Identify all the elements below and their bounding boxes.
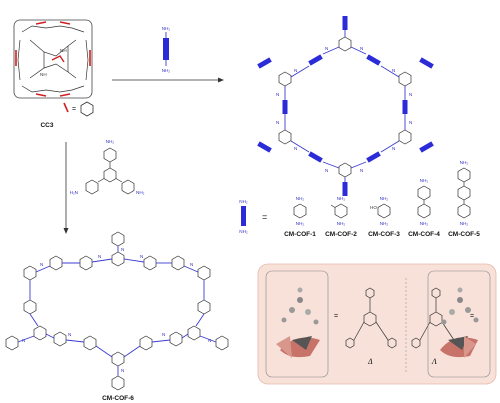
linker3-label: CM-COF-3 bbox=[368, 231, 400, 238]
legend-nh2-top: NH₂ bbox=[239, 199, 248, 204]
linker3-nh2-top: NH₂ bbox=[380, 196, 389, 201]
svg-text:N: N bbox=[276, 120, 279, 125]
left-monomer-nh2-right: NH₂ bbox=[136, 190, 145, 195]
svg-text:N: N bbox=[392, 68, 395, 73]
arrow-down bbox=[63, 142, 69, 234]
svg-text:N: N bbox=[208, 338, 211, 343]
model-box-left bbox=[265, 270, 329, 378]
tritopic-amine-monomer: NH₂ H₂N NH₂ bbox=[70, 139, 145, 195]
enantiomer-delta-structure bbox=[345, 287, 397, 349]
svg-text:N: N bbox=[68, 332, 71, 337]
svg-text:N: N bbox=[360, 168, 363, 173]
cm-cof-6-network: N N N N N N N N N N bbox=[5, 231, 229, 391]
svg-text:N: N bbox=[294, 146, 297, 151]
crystal-model-right bbox=[440, 287, 479, 358]
linker-cm-cof-3: NH₂ HO NH₂ CM-COF-3 bbox=[368, 196, 400, 238]
cyclohexane-icon bbox=[80, 101, 94, 117]
linker2-nh2-bottom: NH₂ bbox=[337, 221, 346, 226]
svg-text:N: N bbox=[325, 46, 328, 51]
linker-cm-cof-1: NH₂ NH₂ CM-COF-1 bbox=[284, 196, 316, 238]
linker-cm-cof-4: NH₂ NH₂ CM-COF-4 bbox=[408, 178, 440, 238]
cage-legend: = bbox=[63, 101, 94, 117]
cof-hexagon-network: N N N N N N N N N N N N bbox=[257, 16, 434, 196]
eq-right: = bbox=[470, 313, 474, 320]
svg-text:N: N bbox=[294, 68, 297, 73]
arrow-right bbox=[112, 77, 224, 83]
linker5-nh2-bottom: NH₂ bbox=[460, 221, 469, 226]
chirality-panel: = Δ Λ = bbox=[257, 263, 497, 385]
linker2-nh2-top: NH₂ bbox=[337, 196, 346, 201]
svg-text:N: N bbox=[409, 92, 412, 97]
linker1-label: CM-COF-1 bbox=[284, 231, 316, 238]
svg-text:N: N bbox=[276, 92, 279, 97]
linker4-nh2-bottom: NH₂ bbox=[420, 221, 429, 226]
linker1-nh2-top: NH₂ bbox=[296, 196, 305, 201]
linker-cm-cof-5: NH₂ NH₂ CM-COF-5 bbox=[448, 160, 480, 238]
svg-text:N: N bbox=[140, 254, 143, 259]
svg-text:N: N bbox=[325, 168, 328, 173]
cm-cof-6-label: CM-COF-6 bbox=[102, 395, 134, 402]
svg-text:N: N bbox=[121, 247, 124, 252]
linker2-label: CM-COF-2 bbox=[325, 231, 357, 238]
cage-nh-left: NH bbox=[40, 72, 47, 77]
top-monomer-nh2-top: NH₂ bbox=[162, 26, 171, 31]
crystal-model-left bbox=[276, 287, 320, 358]
svg-text:N: N bbox=[40, 262, 43, 267]
cage-nh-right: NH bbox=[60, 48, 67, 53]
top-linker-monomer: NH₂ NH₂ bbox=[162, 26, 171, 73]
linker3-ho: HO bbox=[370, 205, 377, 210]
delta-symbol: Δ bbox=[367, 358, 373, 366]
eq-left: = bbox=[334, 313, 338, 320]
left-monomer-h2n: H₂N bbox=[70, 190, 78, 195]
cc3-cage: NH NH bbox=[13, 19, 93, 99]
linker-cm-cof-2: NH₂ NH₂ CM-COF-2 bbox=[325, 196, 357, 238]
linker-equals: = bbox=[262, 212, 267, 222]
svg-text:N: N bbox=[409, 120, 412, 125]
top-monomer-nh2-bottom: NH₂ bbox=[162, 68, 171, 73]
linker1-nh2-bottom: NH₂ bbox=[296, 221, 305, 226]
left-monomer-nh2-top: NH₂ bbox=[106, 139, 115, 144]
cage-legend-equals: = bbox=[72, 106, 76, 113]
legend-nh2-bottom: NH₂ bbox=[239, 229, 248, 234]
svg-text:N: N bbox=[121, 368, 124, 373]
lambda-symbol: Λ bbox=[431, 358, 437, 366]
svg-text:N: N bbox=[22, 338, 25, 343]
linker4-nh2-top: NH₂ bbox=[420, 178, 429, 183]
blue-linker-icon bbox=[241, 206, 246, 226]
model-box-right bbox=[427, 270, 491, 378]
svg-text:N: N bbox=[190, 262, 193, 267]
linker4-label: CM-COF-4 bbox=[408, 231, 440, 238]
cc3-label: CC3 bbox=[40, 122, 53, 129]
svg-text:N: N bbox=[392, 146, 395, 151]
linker5-label: CM-COF-5 bbox=[448, 231, 480, 238]
svg-text:N: N bbox=[162, 332, 165, 337]
svg-text:N: N bbox=[98, 254, 101, 259]
linker5-nh2-top: NH₂ bbox=[460, 160, 469, 165]
svg-text:N: N bbox=[360, 46, 363, 51]
linker-legend: NH₂ NH₂ = bbox=[239, 199, 267, 234]
linker3-nh2-bottom: NH₂ bbox=[380, 221, 389, 226]
